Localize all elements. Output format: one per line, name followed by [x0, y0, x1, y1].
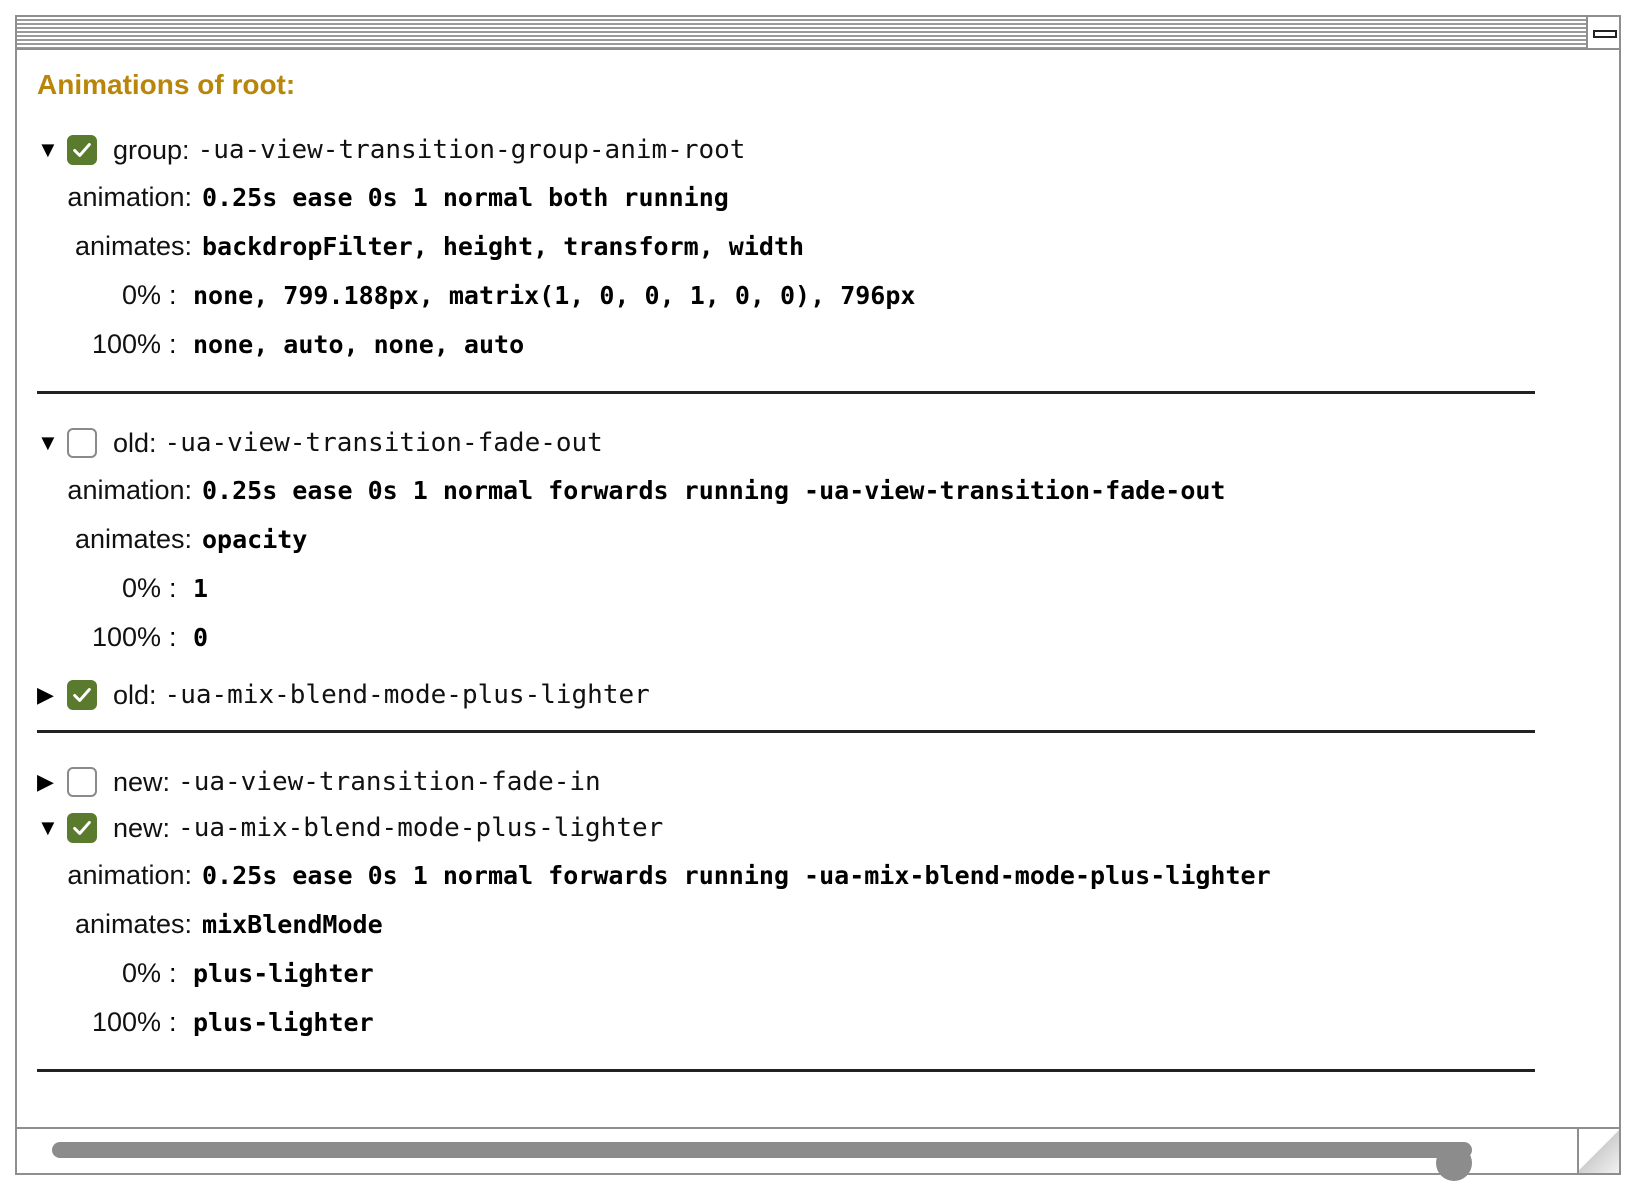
prop-value: 0.25s ease 0s 1 normal both running	[202, 183, 729, 212]
animation-entry: ▼ group: -ua-view-transition-group-anim-…	[37, 127, 1602, 173]
scrollbar-thumb[interactable]	[1436, 1145, 1472, 1181]
colon: :	[169, 1007, 177, 1037]
animation-name: -ua-view-transition-fade-out	[164, 428, 603, 458]
animation-kind: group:	[113, 134, 190, 165]
prop-animation: animation: 0.25s ease 0s 1 normal forwar…	[37, 851, 1602, 900]
prop-value: opacity	[202, 525, 308, 554]
colon: :	[169, 622, 177, 652]
section-old: ▼ old: -ua-view-transition-fade-out anim…	[37, 420, 1602, 733]
colon: :	[169, 329, 177, 359]
page-title: Animations of root:	[37, 69, 296, 100]
keyframe-value: none, auto, none, auto	[193, 330, 525, 359]
section-new: ▶ new: -ua-view-transition-fade-in ▼ new…	[37, 759, 1602, 1072]
prop-animates: animates: opacity	[37, 515, 1602, 564]
prop-value: backdropFilter, height, transform, width	[202, 232, 805, 261]
title-bar[interactable]	[17, 17, 1590, 50]
checkmark-icon	[73, 143, 91, 157]
animation-checkbox[interactable]	[67, 428, 97, 458]
prop-label: animates:	[74, 231, 192, 261]
expand-triangle-icon[interactable]: ▼	[37, 137, 59, 162]
prop-animates: animates: backdropFilter, height, transf…	[37, 222, 1602, 271]
expand-triangle-icon[interactable]: ▼	[37, 430, 59, 455]
keyframe-value: plus-lighter	[193, 959, 374, 988]
keyframe-label: 0%	[121, 958, 161, 988]
keyframe-value: 1	[193, 574, 209, 603]
prop-label: animation:	[67, 182, 192, 212]
animation-kind: new:	[113, 812, 171, 843]
keyframe-label: 0%	[121, 280, 161, 310]
animation-entry: ▶ new: -ua-view-transition-fade-in	[37, 759, 1602, 805]
expand-triangle-icon[interactable]: ▶	[37, 682, 54, 707]
keyframe-label: 100%	[91, 329, 161, 359]
animation-kind: old:	[113, 679, 157, 710]
animation-checkbox[interactable]	[67, 813, 97, 843]
section-divider	[37, 730, 1535, 733]
animation-checkbox[interactable]	[67, 135, 97, 165]
horizontal-scrollbar[interactable]	[17, 1127, 1619, 1181]
animation-checkbox[interactable]	[67, 680, 97, 710]
prop-value: 0.25s ease 0s 1 normal forwards running …	[202, 476, 1226, 505]
animation-kind: old:	[113, 427, 157, 458]
keyframe-value: none, 799.188px, matrix(1, 0, 0, 1, 0, 0…	[193, 281, 916, 310]
keyframe-value: plus-lighter	[193, 1008, 374, 1037]
animation-entry: ▼ new: -ua-mix-blend-mode-plus-lighter	[37, 805, 1602, 851]
colon: :	[169, 573, 177, 603]
keyframe-label: 100%	[91, 622, 161, 652]
colon: :	[169, 280, 177, 310]
colon: :	[169, 958, 177, 988]
keyframe-end: 100% : none, auto, none, auto	[37, 320, 1602, 369]
prop-animation: animation: 0.25s ease 0s 1 normal both r…	[37, 173, 1602, 222]
content-area: Animations of root: ▼ group: -ua-view-tr…	[37, 50, 1602, 1098]
section-group: ▼ group: -ua-view-transition-group-anim-…	[37, 127, 1602, 394]
expand-triangle-icon[interactable]: ▶	[37, 769, 54, 794]
resize-grip-icon[interactable]	[1577, 1129, 1619, 1173]
prop-animation: animation: 0.25s ease 0s 1 normal forwar…	[37, 466, 1602, 515]
keyframe-start: 0% : none, 799.188px, matrix(1, 0, 0, 1,…	[37, 271, 1602, 320]
scrollbar-track[interactable]	[52, 1142, 1472, 1181]
checkmark-icon	[73, 688, 91, 702]
keyframe-value: 0	[193, 623, 209, 652]
minimize-button[interactable]	[1586, 17, 1619, 50]
keyframe-end: 100% : 0	[37, 613, 1602, 662]
keyframe-start: 0% : plus-lighter	[37, 949, 1602, 998]
minimize-icon	[1593, 30, 1617, 38]
animation-entry: ▼ old: -ua-view-transition-fade-out	[37, 420, 1602, 466]
prop-label: animation:	[67, 860, 192, 890]
animation-name: -ua-view-transition-group-anim-root	[197, 135, 746, 165]
animation-name: -ua-view-transition-fade-in	[178, 767, 601, 797]
prop-label: animation:	[67, 475, 192, 505]
keyframe-label: 0%	[121, 573, 161, 603]
animation-kind: new:	[113, 766, 171, 797]
checkmark-icon	[73, 821, 91, 835]
animation-entry: ▶ old: -ua-mix-blend-mode-plus-lighter	[37, 672, 1602, 718]
prop-value: 0.25s ease 0s 1 normal forwards running …	[202, 861, 1271, 890]
expand-triangle-icon[interactable]: ▼	[37, 815, 59, 840]
prop-label: animates:	[74, 909, 192, 939]
section-divider	[37, 391, 1535, 394]
keyframe-end: 100% : plus-lighter	[37, 998, 1602, 1047]
prop-animates: animates: mixBlendMode	[37, 900, 1602, 949]
keyframe-label: 100%	[91, 1007, 161, 1037]
animation-name: -ua-mix-blend-mode-plus-lighter	[178, 813, 664, 843]
section-divider	[37, 1069, 1535, 1072]
animation-name: -ua-mix-blend-mode-plus-lighter	[164, 680, 650, 710]
keyframe-start: 0% : 1	[37, 564, 1602, 613]
animation-checkbox[interactable]	[67, 767, 97, 797]
prop-value: mixBlendMode	[202, 910, 383, 939]
animations-window: Animations of root: ▼ group: -ua-view-tr…	[15, 15, 1621, 1181]
prop-label: animates:	[74, 524, 192, 554]
